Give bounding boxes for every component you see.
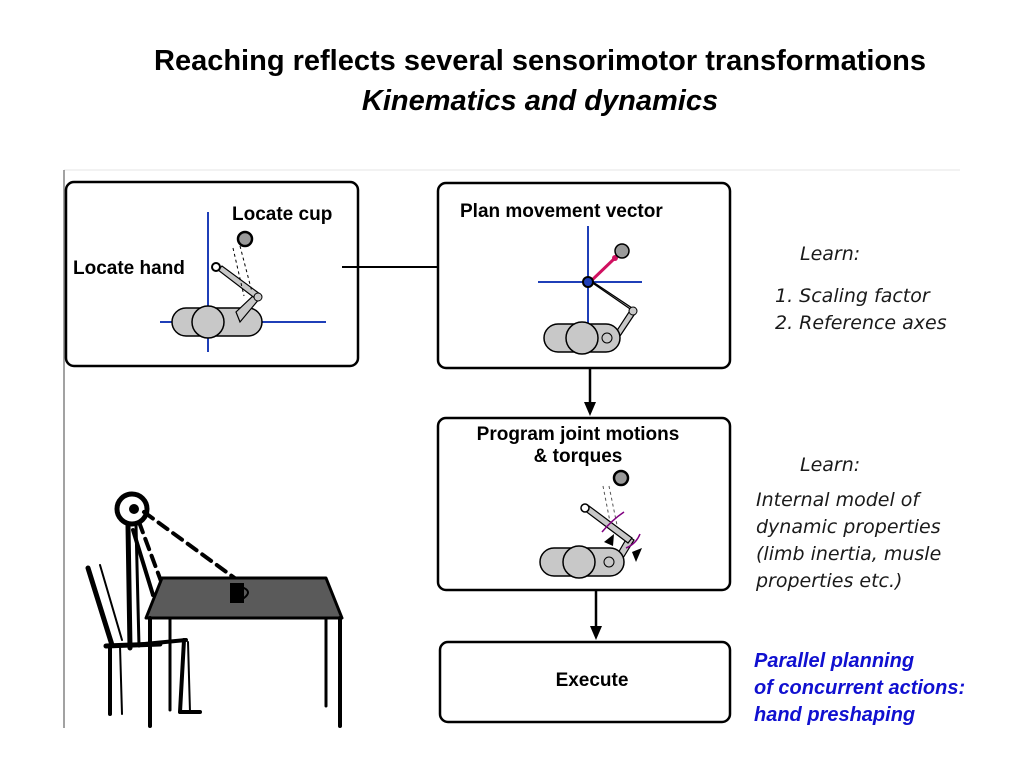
eye-icon — [129, 504, 139, 514]
hand-marker-icon — [211, 262, 221, 272]
locate-box: Locate cup Locate hand — [64, 180, 360, 368]
stick-figure-illustration — [85, 491, 344, 728]
plan-label: Plan movement vector — [460, 201, 663, 222]
learn2-line: (limb inertia, musle — [756, 543, 941, 565]
learn2-heading: Learn: — [800, 454, 860, 476]
chair-back — [85, 565, 115, 648]
shin — [178, 638, 186, 714]
gaze-to-cup-line — [142, 510, 238, 581]
hand-marker-icon — [580, 503, 590, 513]
learn-block-2: Learn: Internal model of dynamic propert… — [755, 454, 941, 592]
page-subtitle: Kinematics and dynamics — [361, 85, 719, 117]
note-line: of concurrent actions: — [754, 677, 966, 699]
learn1-item: 1. Scaling factor — [775, 285, 931, 307]
learn-block-1: Learn: 1. Scaling factor 2. Reference ax… — [775, 243, 947, 334]
head-icon — [114, 491, 150, 527]
execute-box: Execute — [438, 640, 732, 724]
arrow-program-to-execute — [590, 590, 602, 640]
learn2-line: Internal model of — [756, 489, 922, 511]
cup-target-icon — [614, 243, 630, 259]
cup-target-icon — [612, 469, 630, 487]
execute-label: Execute — [556, 670, 629, 691]
thigh — [132, 638, 188, 647]
arrow-plan-to-program — [584, 368, 596, 416]
hand-marker-icon — [582, 276, 594, 288]
program-label-line1: Program joint motions — [477, 424, 680, 445]
parallel-planning-note: Parallel planning of concurrent actions:… — [754, 648, 965, 729]
note-line: Parallel planning — [754, 650, 915, 672]
arm-shoulders — [539, 545, 625, 579]
upper-arm — [131, 528, 155, 597]
torque-arrow-icon — [604, 534, 614, 546]
torso — [125, 522, 133, 651]
movement-vector — [588, 256, 617, 284]
planned-path — [232, 247, 245, 297]
program-box: Program joint motions & torques — [436, 416, 732, 592]
planned-path — [602, 485, 613, 533]
learn2-line: dynamic properties — [756, 516, 941, 538]
arm-shoulders — [543, 321, 621, 355]
cup-icon — [230, 583, 244, 603]
torque-arc — [601, 511, 625, 533]
plan-box: Plan movement vector — [436, 181, 732, 370]
learn1-item: 2. Reference axes — [775, 312, 947, 334]
page-title: Reaching reflects several sensorimotor t… — [154, 45, 926, 77]
note-line: hand preshaping — [754, 704, 916, 726]
gaze-to-hand-line — [137, 520, 170, 602]
locate-hand-label: Locate hand — [73, 258, 185, 279]
learn2-line: properties etc.) — [755, 570, 902, 592]
cup-target-icon — [236, 230, 254, 248]
locate-cup-label: Locate cup — [232, 204, 332, 225]
learn1-heading: Learn: — [800, 243, 860, 265]
program-label-line2: & torques — [534, 446, 623, 467]
